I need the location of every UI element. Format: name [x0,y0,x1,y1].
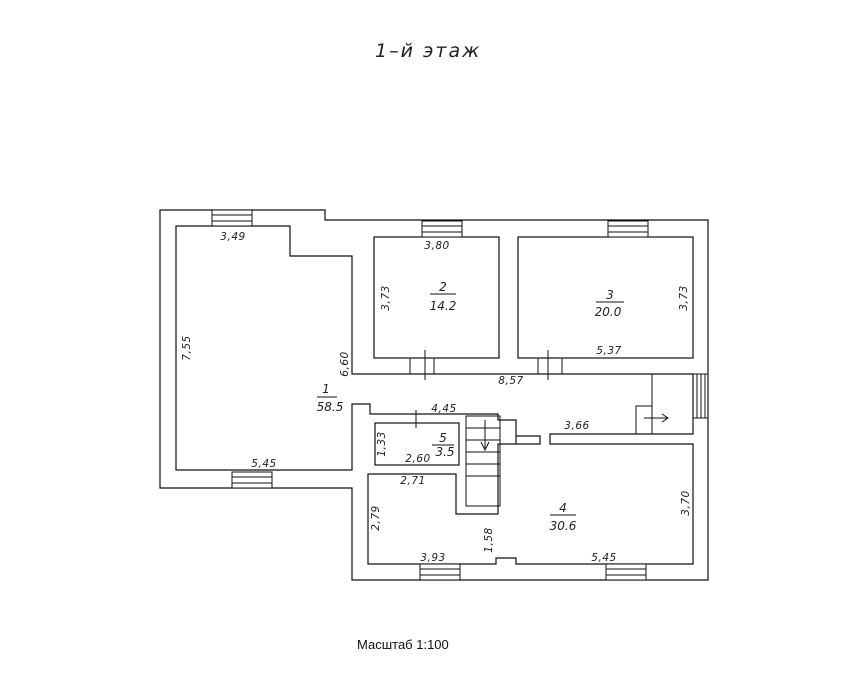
room-1-number: 1 [322,382,330,396]
dim-r1-left: 7,55 [181,335,193,360]
dim-r5-bottom: 2,60 [405,453,430,465]
room-5-outline [374,422,460,466]
dim-r4-top-left: 2,71 [400,475,425,487]
windows [211,209,649,581]
dim-r4-right: 3,70 [680,490,692,515]
dim-r3-bottom: 5,37 [596,345,621,357]
dim-r1-right: 6,60 [339,351,351,376]
dim-r3-right: 3,73 [678,285,690,310]
dimension-labels: 3,49 7,55 6,60 5,45 3,80 3,73 3,73 5,37 … [181,231,692,564]
dim-r1-bottom: 5,45 [251,458,276,470]
staircase [465,415,501,507]
window-r1-bottom [231,471,273,489]
window-r3-top [607,220,649,238]
room-4-area: 30.6 [550,519,577,533]
room-labels: 1 58.5 2 14.2 3 20.0 4 30.6 5 3.5 [317,280,624,533]
dim-r1-top: 3,49 [220,231,245,243]
dim-r2-top: 3,80 [424,240,449,252]
dim-r4-bottom-left: 3,93 [420,552,445,564]
scale-label: Масштаб 1:100 [357,637,449,652]
room-1-area: 58.5 [317,400,344,414]
entrance-steps [635,373,709,435]
room-3-area: 20.0 [595,305,622,319]
room-5-number: 5 [439,431,447,445]
dim-r4-hall: 3,66 [564,420,589,432]
room-5-area: 3.5 [435,445,454,459]
room-1-outline [175,225,694,565]
dim-r5-top: 4,45 [431,403,456,415]
dim-r2-left: 3,73 [380,285,392,310]
room-3-number: 3 [606,288,614,302]
dim-hall-length: 8,57 [498,375,523,387]
outer-wall [159,209,709,581]
room-2-outline [373,236,500,359]
door-room-3 [537,357,563,375]
window-r2-top [421,220,463,238]
door-room-2 [409,357,435,375]
window-r4-bottom-left [419,563,461,581]
dim-r4-left: 2,79 [370,505,382,530]
window-r1-top [211,209,253,227]
dim-r5-left: 1,33 [376,431,388,456]
dim-r4-bottom-right: 5,45 [591,552,616,564]
plan-title: 1–й этаж [375,40,482,62]
room-2-number: 2 [439,280,447,294]
dim-r4-step: 1,58 [483,527,495,552]
window-r4-bottom-right [605,563,647,581]
room-4-number: 4 [559,501,567,515]
room-2-area: 14.2 [430,299,457,313]
room-3-outline [517,236,694,359]
doors [409,350,563,428]
